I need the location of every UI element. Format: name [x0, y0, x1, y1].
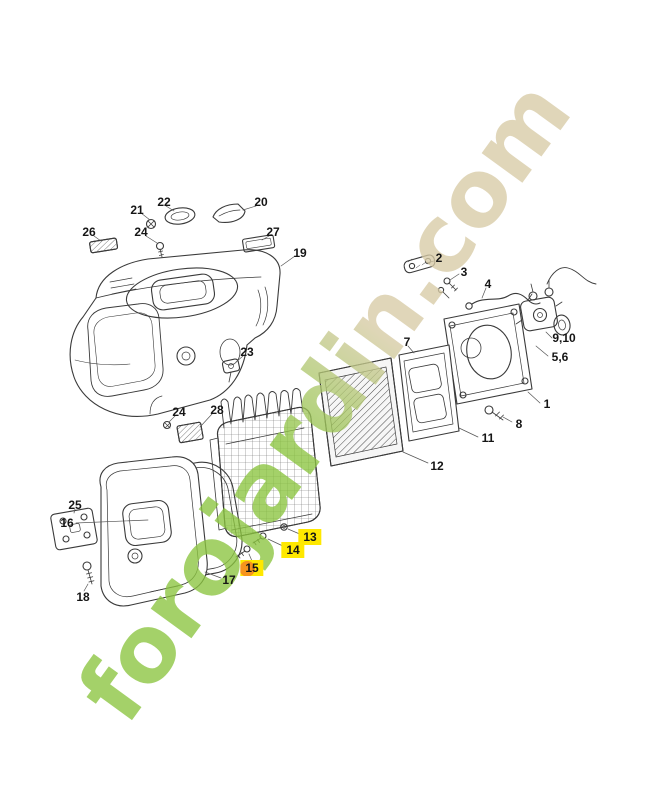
part-2-bracket: [403, 254, 436, 274]
part-label-25: 25: [68, 498, 82, 512]
part-label-7: 7: [403, 335, 411, 349]
part-label-17: 17: [222, 573, 236, 587]
part-label-12: 12: [430, 459, 444, 473]
part-label-23: 23: [240, 345, 254, 359]
part-24-screw-mid: [162, 420, 172, 430]
part-3-screws: [437, 277, 458, 299]
leader-lines: [73, 205, 553, 592]
part-label-8: 8: [515, 417, 523, 431]
part-label-27: 27: [266, 225, 280, 239]
part-label-19: 19: [293, 246, 307, 260]
filter-housing: [209, 388, 321, 538]
part-13-washer: [280, 523, 288, 531]
part-label-1: 1: [543, 397, 551, 411]
part-label-2: 2: [435, 251, 443, 265]
part-label-26: 26: [82, 225, 96, 239]
part-24-screw-top: [155, 241, 165, 258]
part-label-18: 18: [76, 590, 90, 604]
part-20-deflector: [212, 203, 246, 223]
part-label-24: 24: [134, 225, 148, 239]
part-14-screw: [252, 532, 267, 546]
part-17-filter-cover: [99, 456, 208, 607]
part-label-20: 20: [254, 195, 268, 209]
part-18-screw: [82, 561, 95, 585]
part-label-16: 16: [60, 516, 74, 530]
part-22-plate: [164, 207, 196, 225]
part-28-screen: [176, 421, 204, 444]
part-21-screw: [145, 218, 157, 230]
part-label-14[interactable]: 14: [281, 542, 305, 558]
part-label-9-10: 9,10: [552, 331, 576, 345]
part-26-screen: [89, 237, 119, 254]
part-19-top-cover: [69, 249, 281, 417]
part-label-22: 22: [157, 195, 171, 209]
part-12-filter-element: [318, 357, 404, 467]
part-label-28: 28: [210, 403, 224, 417]
part-label-13[interactable]: 13: [298, 529, 322, 545]
part-4-throttle-link: [465, 292, 541, 310]
part-25-plate: [50, 507, 98, 551]
carburetor: [515, 267, 597, 336]
part-8-screw: [484, 405, 504, 421]
part-27-plate: [241, 234, 276, 253]
part-label-21: 21: [130, 203, 144, 217]
part-label-4: 4: [484, 277, 492, 291]
part-23-grommet: [221, 358, 241, 383]
part-label-15[interactable]: 15: [240, 560, 264, 576]
part-label-24: 24: [172, 405, 186, 419]
part-label-11: 11: [481, 431, 495, 445]
part-11-filter-base: [398, 344, 460, 442]
part-label-3: 3: [460, 265, 468, 279]
part-label-5-6: 5,6: [551, 350, 569, 364]
